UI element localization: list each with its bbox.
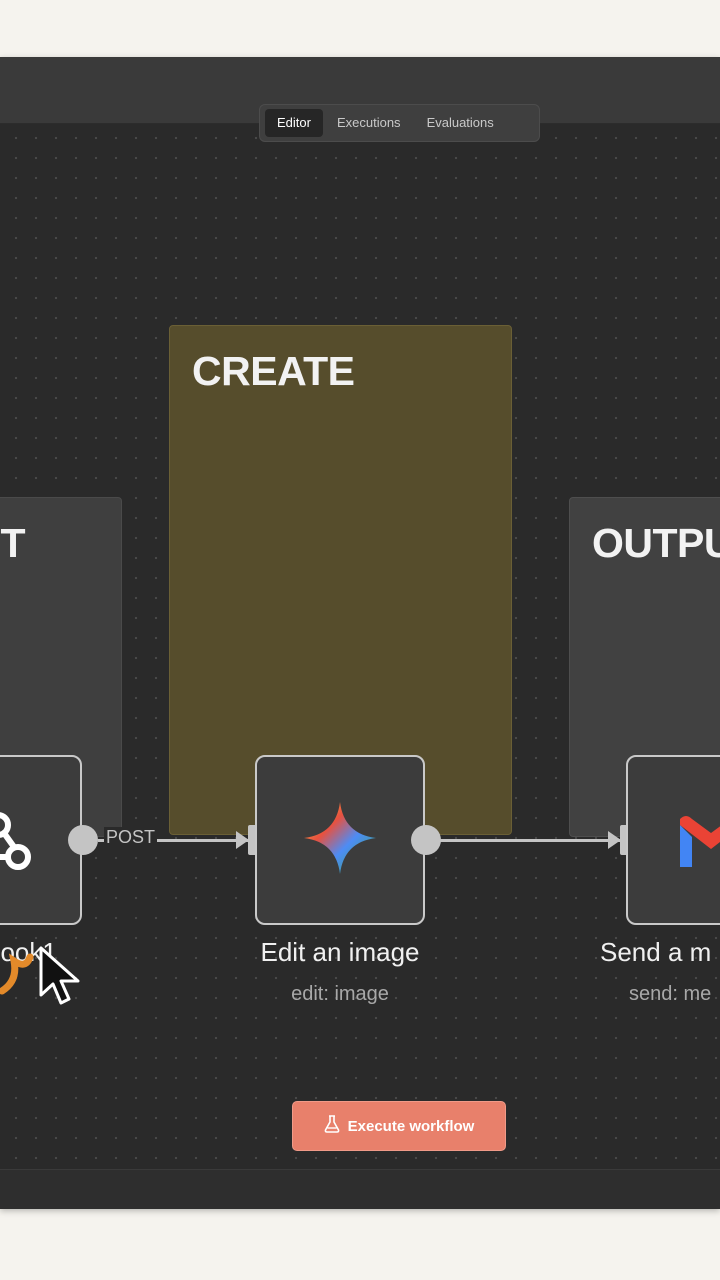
sticky-note-create[interactable]: CREATE bbox=[169, 325, 512, 835]
execute-workflow-label: Execute workflow bbox=[347, 1117, 475, 1135]
gmail-icon bbox=[676, 813, 720, 874]
orange-mark-icon bbox=[0, 951, 40, 1004]
view-tabs: Editor Executions Evaluations bbox=[259, 104, 540, 142]
node-gmail-name: Send a m bbox=[600, 937, 712, 967]
connection-label: POST bbox=[104, 827, 158, 848]
connection-arrow bbox=[608, 831, 621, 849]
sticky-note-title: CREATE bbox=[192, 348, 355, 394]
node-gemini[interactable] bbox=[255, 755, 425, 925]
execute-workflow-button[interactable]: Execute workflow bbox=[292, 1101, 506, 1151]
tab-evaluations[interactable]: Evaluations bbox=[426, 115, 494, 130]
app-window: Editor Executions Evaluations T CREATE O… bbox=[0, 57, 720, 1209]
webhook-icon bbox=[0, 803, 36, 884]
connection-arrow bbox=[236, 831, 249, 849]
connection-webhook-gemini[interactable] bbox=[98, 839, 248, 842]
node-gmail[interactable] bbox=[626, 755, 720, 925]
sticky-note-title: OUTPU bbox=[592, 520, 720, 566]
gemini-sparkle-icon bbox=[302, 800, 378, 881]
connection-gemini-gmail[interactable] bbox=[440, 839, 620, 842]
node-gmail-subtitle: send: me bbox=[629, 983, 712, 1005]
node-gemini-subtitle: edit: image bbox=[291, 983, 389, 1005]
node-gemini-name: Edit an image bbox=[260, 937, 420, 967]
flask-icon bbox=[324, 1115, 340, 1137]
webhook-output-handle[interactable] bbox=[68, 825, 98, 855]
tab-editor[interactable]: Editor bbox=[265, 109, 323, 137]
bottom-bar bbox=[0, 1169, 720, 1209]
gemini-output-handle[interactable] bbox=[411, 825, 441, 855]
sticky-note-title: T bbox=[0, 520, 25, 566]
mouse-cursor-icon bbox=[38, 945, 84, 1012]
tab-executions[interactable]: Executions bbox=[336, 115, 401, 130]
